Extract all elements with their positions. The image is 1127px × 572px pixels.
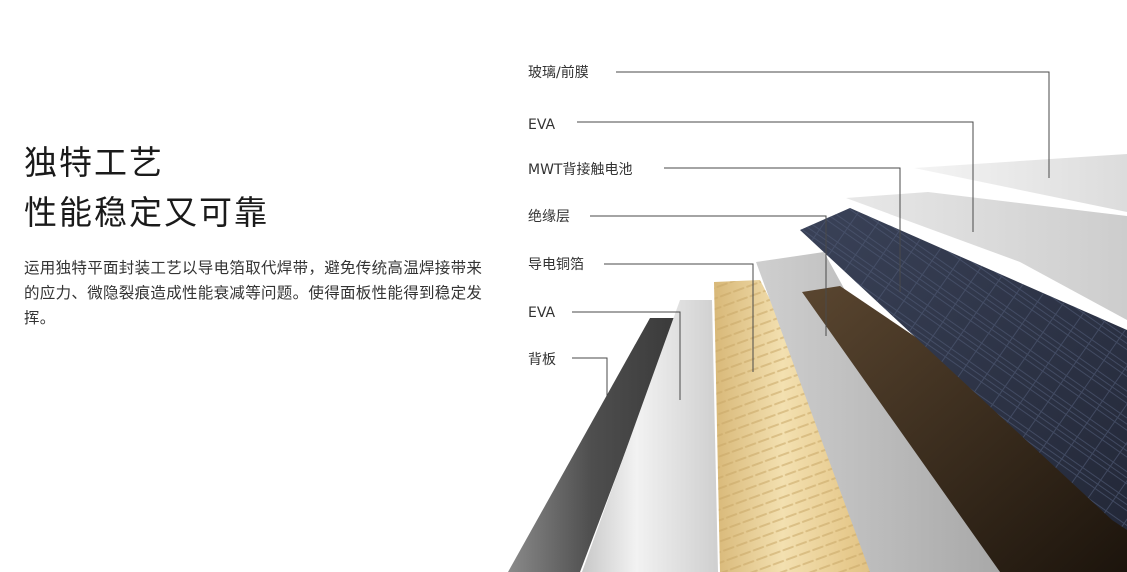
layer-eva-upper	[846, 192, 1127, 320]
leader-line-cell	[664, 167, 901, 292]
leader-line-eva-lower	[572, 311, 681, 400]
layer-insulation	[756, 252, 1000, 572]
leader-line-eva-upper	[577, 121, 974, 232]
feature-title-line-2: 性能稳定又可靠	[24, 193, 269, 232]
layer-eva-lower	[582, 300, 718, 572]
label-eva-lower: EVA	[528, 305, 556, 321]
leader-line-copper	[604, 263, 754, 372]
feature-text: 独特工艺 性能稳定又可靠 运用独特平面封装工艺以导电箔取代焊带，避免传统高温焊接…	[24, 138, 484, 331]
leader-line-backsheet	[572, 357, 608, 434]
label-eva-upper: EVA	[528, 117, 556, 133]
label-glass: 玻璃/前膜	[528, 64, 589, 81]
layer-insulation-dark	[802, 286, 1127, 572]
leader-line-insulation	[590, 215, 827, 336]
label-insulation: 绝缘层	[528, 209, 570, 225]
label-copper-foil: 导电铜箔	[528, 257, 584, 273]
leader-line-glass	[616, 71, 1050, 178]
label-mwt-cell: MWT背接触电池	[528, 161, 632, 178]
layer-glass	[914, 154, 1127, 212]
feature-description: 运用独特平面封装工艺以导电箔取代焊带，避免传统高温焊接带来的应力、微隐裂痕造成性…	[24, 259, 483, 327]
layer-backsheet	[508, 318, 676, 572]
feature-title: 独特工艺 性能稳定又可靠	[24, 138, 484, 238]
feature-title-line-1: 独特工艺	[24, 143, 164, 182]
label-backsheet: 背板	[528, 352, 556, 368]
